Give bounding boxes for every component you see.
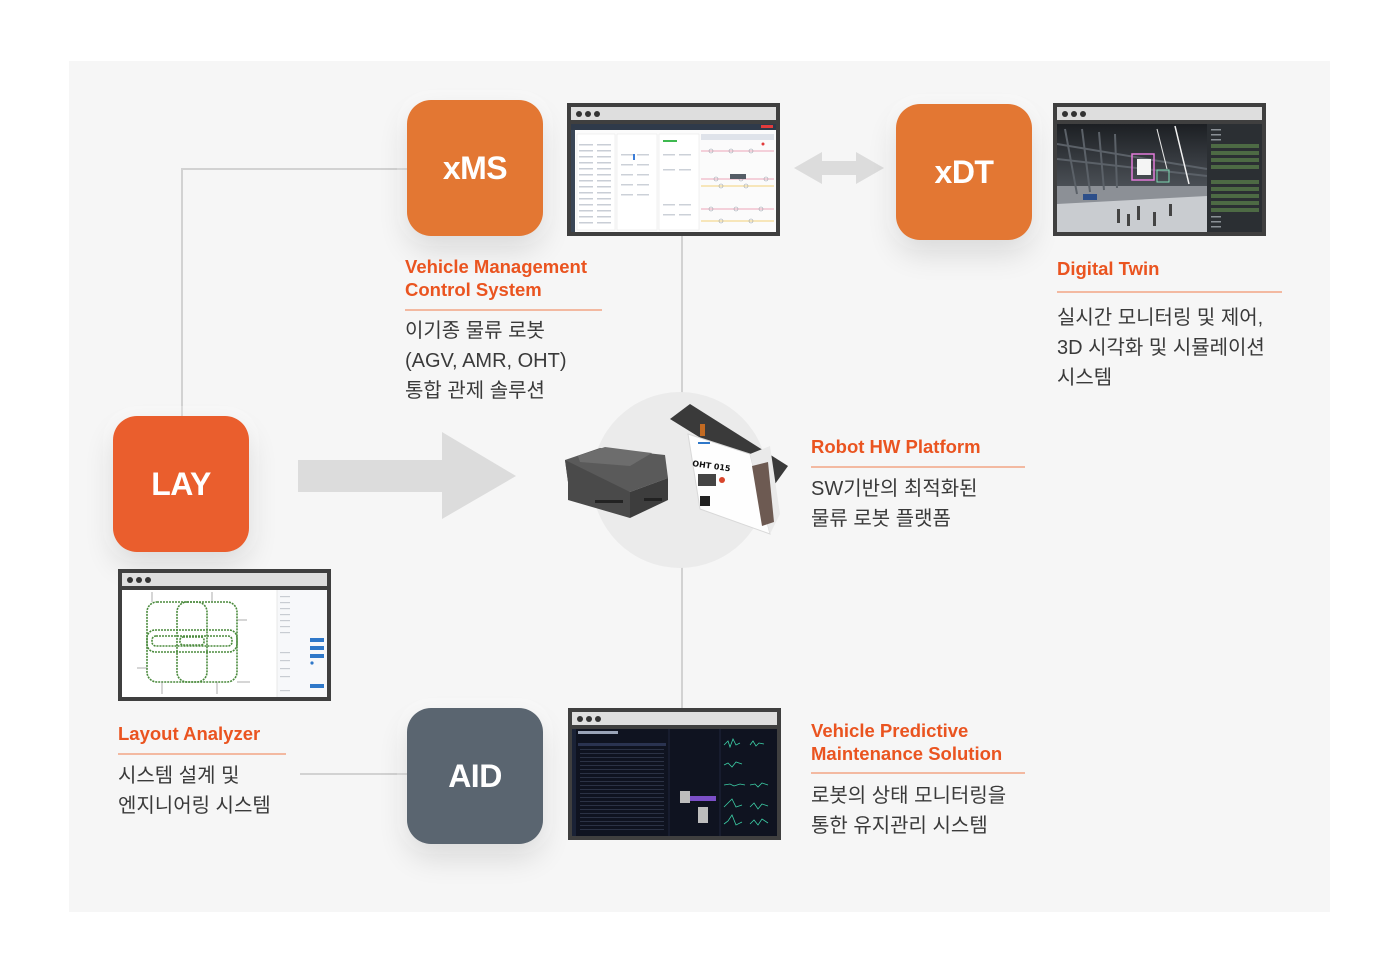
lay-screen-content — [122, 590, 327, 697]
aid-title-line1: Vehicle Predictive — [811, 720, 969, 741]
robot-divider — [811, 466, 1025, 468]
window-dot-icon — [595, 715, 601, 722]
window-dot-icon — [594, 110, 600, 117]
xms-tile[interactable]: xMS — [407, 100, 543, 236]
xdt-title: Digital Twin — [1057, 257, 1159, 280]
window-dot-icon — [136, 576, 142, 583]
xms-screenshot-window — [567, 103, 780, 236]
lay-desc-line1: 시스템 설계 및 — [118, 765, 240, 787]
xdt-desc-line1: 실시간 모니터링 및 제어, — [1057, 307, 1264, 329]
double-arrow-icon — [794, 152, 884, 184]
window-dot-icon — [576, 110, 582, 117]
window-dot-icon — [1062, 110, 1068, 117]
window-dot-icon — [586, 715, 592, 722]
lay-track-layout-illustration — [137, 590, 327, 697]
window-dot-icon — [1071, 110, 1077, 117]
robot-desc-line2: 물류 로봇 플랫폼 — [811, 508, 951, 530]
xdt-tile-label: xDT — [934, 153, 994, 190]
xdt-desc-line3: 시스템 — [1057, 367, 1113, 389]
window-titlebar — [1057, 107, 1262, 120]
aid-desc-line1: 로봇의 상태 모니터링을 — [811, 785, 1007, 807]
xdt-description: 실시간 모니터링 및 제어, 3D 시각화 및 시뮬레이션 시스템 — [1057, 303, 1265, 393]
xdt-3d-scene-illustration — [1057, 124, 1262, 232]
lay-tile-label: LAY — [151, 465, 211, 502]
aid-desc-line2: 통한 유지관리 시스템 — [811, 815, 988, 837]
robot-title-line1: Robot HW Platform — [811, 436, 981, 457]
window-titlebar — [572, 712, 777, 725]
aid-screenshot-window — [568, 708, 781, 840]
xms-title-line2: Control System — [405, 279, 542, 300]
window-titlebar — [122, 573, 327, 586]
lay-title: Layout Analyzer — [118, 722, 260, 745]
lay-description: 시스템 설계 및 엔지니어링 시스템 — [118, 761, 271, 821]
xdt-tile[interactable]: xDT — [896, 104, 1032, 240]
xms-screen-content — [571, 124, 776, 232]
lay-screenshot-window — [118, 569, 331, 701]
xms-desc-line3: 통합 관제 솔루션 — [405, 380, 545, 402]
xms-desc-line2: (AGV, AMR, OHT) — [405, 350, 567, 372]
window-dot-icon — [585, 110, 591, 117]
xdt-desc-line2: 3D 시각화 및 시뮬레이션 — [1057, 337, 1265, 359]
aid-tile[interactable]: AID — [407, 708, 543, 844]
window-titlebar — [571, 107, 776, 120]
aid-tile-label: AID — [448, 757, 502, 794]
xms-tile-label: xMS — [442, 149, 508, 186]
xms-dashboard-illustration — [571, 124, 776, 232]
window-dot-icon — [577, 715, 583, 722]
xms-description: 이기종 물류 로봇 (AGV, AMR, OHT) 통합 관제 솔루션 — [405, 316, 567, 406]
lay-title-line1: Layout Analyzer — [118, 723, 261, 744]
amr-robot-icon — [565, 447, 668, 518]
aid-divider — [811, 772, 1025, 774]
robot-desc-line1: SW기반의 최적화된 — [811, 478, 978, 500]
xdt-screenshot-window — [1053, 103, 1266, 236]
xdt-screen-content — [1057, 124, 1262, 232]
xdt-divider — [1057, 291, 1282, 293]
window-dot-icon — [145, 576, 151, 583]
connector-lay-to-xms-vertical — [181, 168, 183, 418]
xdt-title-line1: Digital Twin — [1057, 258, 1160, 279]
robot-description: SW기반의 최적화된 물류 로봇 플랫폼 — [811, 474, 978, 534]
arrow-right-icon — [298, 432, 516, 519]
robot-title: Robot HW Platform — [811, 435, 981, 458]
connector-lay-to-aid — [300, 773, 408, 775]
connector-robot-to-aid — [681, 565, 683, 710]
xms-desc-line1: 이기종 물류 로봇 — [405, 320, 545, 342]
lay-divider — [118, 753, 286, 755]
xms-title-line1: Vehicle Management — [405, 256, 587, 277]
window-dot-icon — [1080, 110, 1086, 117]
xms-divider — [405, 309, 602, 311]
lay-desc-line2: 엔지니어링 시스템 — [118, 795, 271, 817]
xms-title: Vehicle Management Control System — [405, 255, 587, 301]
connector-xms-to-robot — [681, 235, 683, 395]
aid-title-line2: Maintenance Solution — [811, 743, 1003, 764]
aid-title: Vehicle Predictive Maintenance Solution — [811, 719, 1002, 765]
window-dot-icon — [127, 576, 133, 583]
oht-robot-icon: OHT 015 — [670, 404, 788, 535]
connector-lay-to-xms-horizontal — [181, 168, 409, 170]
lay-tile[interactable]: LAY — [113, 416, 249, 552]
aid-screen-content — [572, 729, 777, 836]
aid-description: 로봇의 상태 모니터링을 통한 유지관리 시스템 — [811, 781, 1006, 841]
aid-monitor-illustration — [572, 729, 769, 836]
